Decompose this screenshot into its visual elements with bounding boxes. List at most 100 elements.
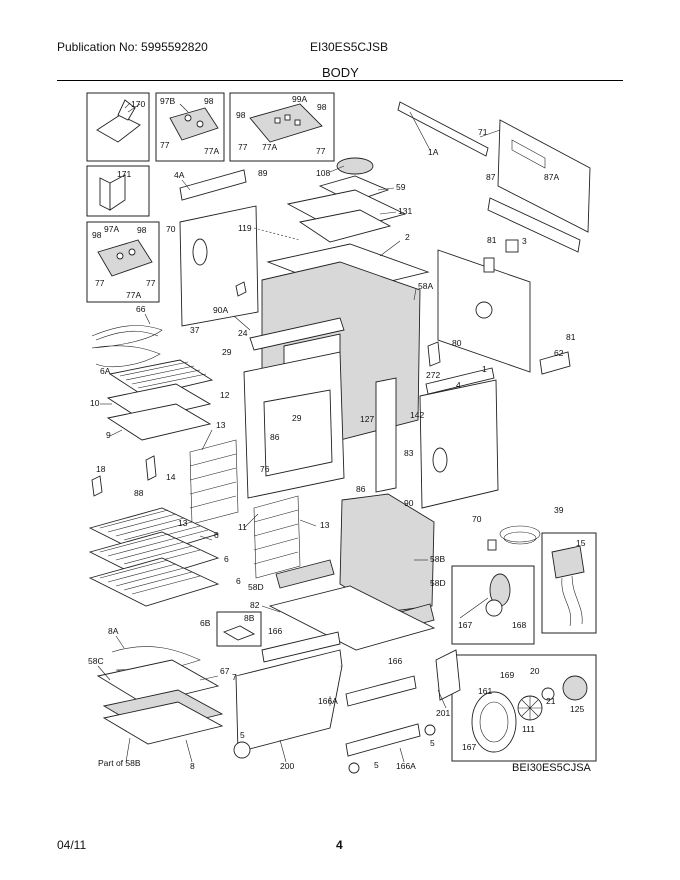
label-87A: 87A [544,172,559,182]
label-6: 6 [214,530,219,540]
oven-liner-frame [243,317,397,499]
inset-170 [86,92,150,162]
small-parts [91,239,571,774]
convection-fan-assembly [286,157,407,243]
label-29: 29 [222,347,232,357]
inset-97B [155,92,225,162]
label-9: 9 [106,430,111,440]
label-88: 88 [134,488,144,498]
label-5: 5 [374,760,379,770]
rack-6A [108,359,214,397]
broil-pan [106,383,212,441]
label-70: 70 [166,224,176,234]
label-201: 201 [436,708,450,718]
label-1A: 1A [428,147,439,157]
label-98: 98 [204,96,214,106]
inset-15 [541,532,597,634]
label-20: 20 [530,666,540,676]
side-panel-70-left [179,169,259,327]
label-272: 272 [426,370,440,380]
label-86: 86 [270,432,280,442]
inset-167 [451,565,535,645]
label-167: 167 [462,742,476,752]
back-panel-71 [397,101,591,253]
label-168: 168 [512,620,526,630]
label-24: 24 [238,328,248,338]
label-171: 171 [117,169,131,179]
leader-lines [97,103,501,763]
label-66: 66 [136,304,146,314]
inset-8B [216,611,262,647]
label-98: 98 [137,225,147,235]
label-77: 77 [146,278,156,288]
publication-number: Publication No: 5995592820 [57,40,208,54]
rack-supports [189,439,301,579]
label-21: 21 [546,696,556,706]
label-82: 82 [250,600,260,610]
label-13: 13 [320,520,330,530]
label-58A: 58A [418,281,433,291]
bake-element-assembly [96,646,224,745]
label-131: 131 [398,206,412,216]
label-119: 119 [238,223,252,233]
label-11: 11 [238,522,247,532]
power-cord-39 [487,525,541,551]
label-98: 98 [92,230,102,240]
label-166A: 166A [318,696,338,706]
label-90A: 90A [213,305,228,315]
label-166: 166 [388,656,402,666]
label-99A: 99A [292,94,307,104]
label-3: 3 [522,236,527,246]
label-81: 81 [487,235,497,245]
label-170: 170 [131,99,145,109]
label-77: 77 [95,278,105,288]
label-29: 29 [292,413,302,423]
diagram-code: BEI30ES5CJSA [512,762,592,774]
inset-97A [86,221,160,303]
label-39: 39 [554,505,564,515]
label-2: 2 [405,232,410,242]
label-58D: 58D [248,582,264,592]
label-76: 76 [260,464,270,474]
label-98: 98 [317,102,327,112]
label-77A: 77A [204,146,219,156]
label-8A: 8A [108,626,119,636]
label-71: 71 [478,127,488,137]
label-80: 80 [452,338,462,348]
label-200: 200 [280,761,294,771]
inset-convection-motor [451,654,597,762]
label-13: 13 [178,518,188,528]
label-169: 169 [500,670,514,680]
label-58C: 58C [88,656,104,666]
inset-99A [229,92,335,162]
label-58B: 58B [430,554,445,564]
label-77A: 77A [262,142,277,152]
label-77: 77 [238,142,248,152]
label-89: 89 [258,168,268,178]
label-4A: 4A [174,170,185,180]
label-166: 166 [268,626,282,636]
header-rule [57,80,623,81]
label-4: 4 [456,380,461,390]
label-18: 18 [96,464,106,474]
label-5: 5 [240,730,245,740]
label-87: 87 [486,172,496,182]
label-8B: 8B [244,613,255,623]
page-number: 4 [336,838,343,852]
label-166A: 166A [396,761,416,771]
oven-racks-6 [88,507,220,607]
label-14: 14 [166,472,176,482]
model-number: EI30ES5CJSB [310,40,389,54]
back-panel-1 [437,249,531,373]
label-6B: 6B [200,618,211,628]
label-111: 111 [522,724,535,734]
label-15: 15 [576,538,586,548]
label-37: 37 [190,325,200,335]
label-77A: 77A [126,290,141,300]
label-142: 142 [410,410,424,420]
label-97B: 97B [160,96,175,106]
broil-element-66 [91,325,163,368]
label-10: 10 [90,398,100,408]
label-81: 81 [566,332,576,342]
